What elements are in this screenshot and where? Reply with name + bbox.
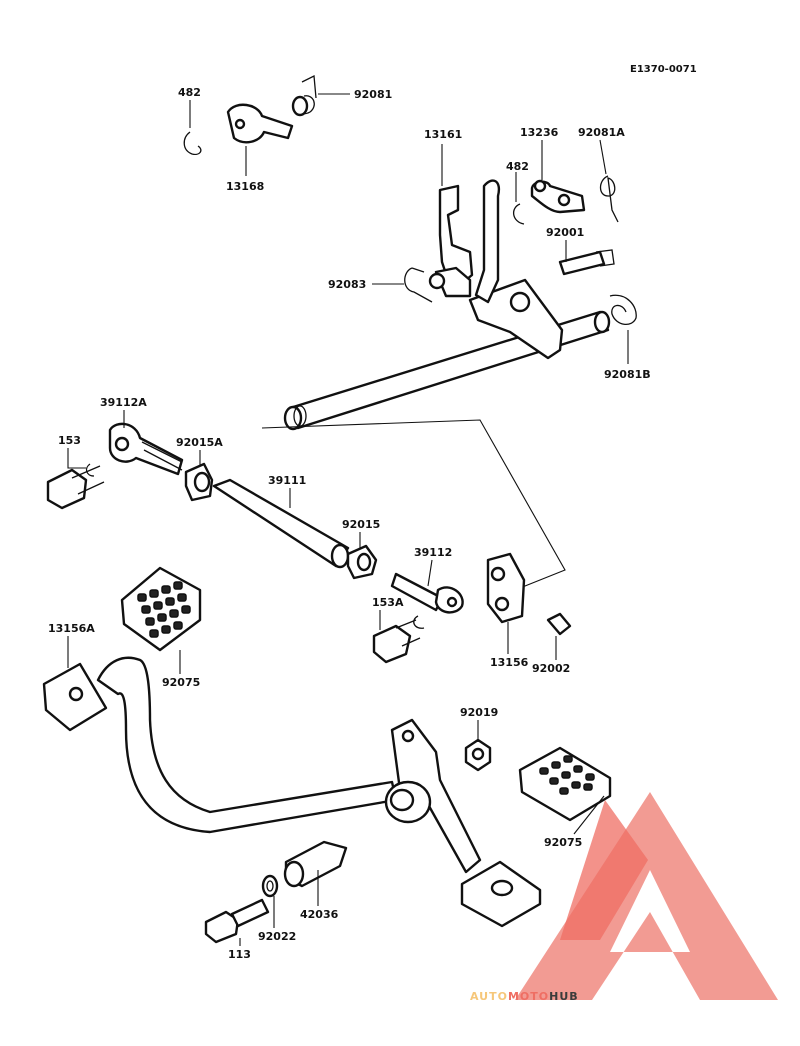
part-label-92083: 92083 (328, 278, 366, 291)
part-label-13156A: 13156A (48, 622, 95, 635)
part-label-92075-right: 92075 (544, 836, 582, 849)
part-label-92015: 92015 (342, 518, 380, 531)
watermark-triangle (515, 792, 778, 1000)
part-label-13161: 13161 (424, 128, 462, 141)
assembly-guide-line (261, 419, 566, 589)
linkage-rod-assembly (46, 422, 572, 664)
part-label-482-mid: 482 (506, 160, 529, 173)
shift-arm-plate (428, 179, 564, 360)
automotohub-watermark-logo (515, 792, 778, 1000)
part-label-92081: 92081 (354, 88, 392, 101)
diagram-reference-code: E1370-0071 (630, 64, 697, 75)
part-label-13156: 13156 (490, 656, 529, 669)
pedal-rubbers (120, 566, 612, 822)
part-label-482-upper: 482 (178, 86, 201, 99)
part-label-113: 113 (228, 948, 251, 961)
watermark-word-hub: HUB (549, 990, 579, 1003)
pivot-hardware (204, 738, 492, 944)
part-label-92022: 92022 (258, 930, 296, 943)
part-label-92002: 92002 (532, 662, 570, 675)
part-label-92001: 92001 (546, 226, 584, 239)
part-label-13236: 13236 (520, 126, 559, 139)
shift-pedal-lever (42, 656, 542, 928)
callout-leaders (67, 93, 629, 946)
watermark-word-moto: MOTO (508, 990, 549, 1003)
svg-text:AUTOMOTOHUB: AUTOMOTOHUB (470, 990, 579, 1003)
part-label-39112A: 39112A (100, 396, 147, 409)
part-label-92019: 92019 (460, 706, 498, 719)
part-label-92075-left: 92075 (162, 676, 200, 689)
watermark-triangle-inner (560, 800, 648, 940)
part-label-92015A: 92015A (176, 436, 223, 449)
part-label-39111: 39111 (268, 474, 306, 487)
part-labels: E1370-0071 482 92081 13168 13161 13236 9… (48, 64, 697, 961)
part-label-92081A: 92081A (578, 126, 625, 139)
part-label-153A: 153A (372, 596, 404, 609)
part-label-13168: 13168 (226, 180, 264, 193)
watermark-word-auto: AUTO (470, 990, 508, 1003)
upper-small-parts (183, 74, 637, 325)
part-label-153: 153 (58, 434, 81, 447)
part-label-42036: 42036 (300, 908, 339, 921)
part-label-39112: 39112 (414, 546, 452, 559)
part-label-92081B: 92081B (604, 368, 651, 381)
watermark-wordmark: AUTOMOTOHUB (470, 990, 579, 1003)
